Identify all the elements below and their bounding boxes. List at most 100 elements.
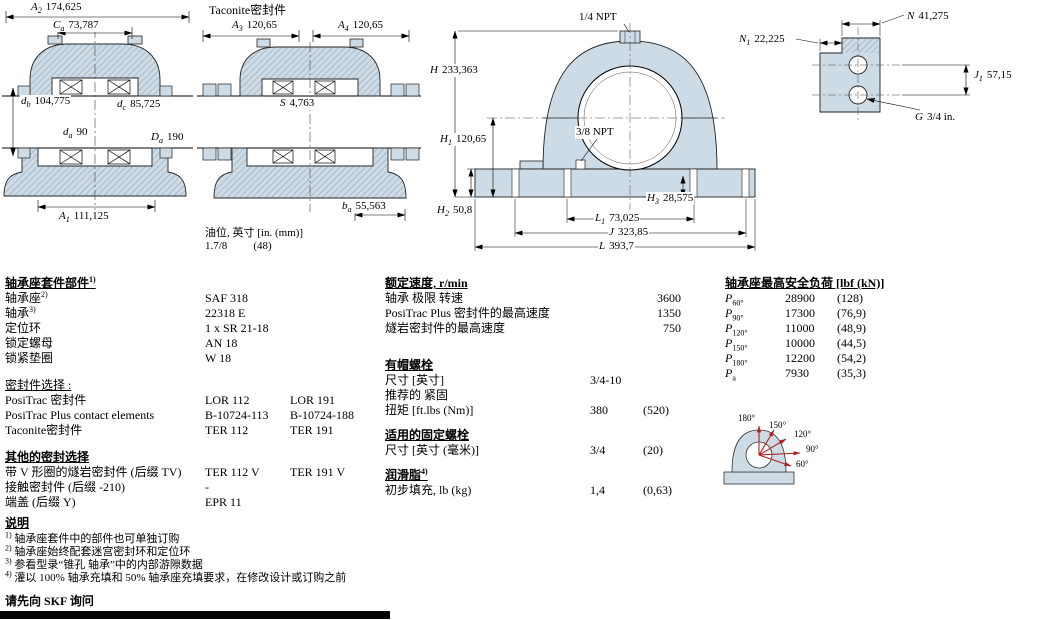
taconite-title: Taconite密封件: [209, 3, 287, 17]
row-value-1: TER 112 V: [205, 465, 260, 479]
row-label: Taconite密封件: [5, 423, 83, 437]
row-label: P90°: [725, 306, 744, 323]
row-label: P180°: [725, 351, 748, 368]
dimension-lines: [5, 11, 190, 212]
row-value-2: (0,63): [643, 483, 672, 497]
load-row-120: P120°11000(48,9): [725, 321, 1045, 337]
bracket-detail-svg: [795, 14, 970, 121]
row-value: 3600: [657, 291, 681, 305]
notes-header: 说明: [5, 516, 30, 530]
row-label: 扭矩 [ft.lbs (Nm)]: [385, 403, 474, 417]
row-value-2: (54,2): [837, 351, 866, 365]
load-angle-90: 90°: [806, 444, 819, 454]
base-foot: [474, 168, 756, 198]
row-value: 22318 E: [205, 306, 246, 320]
mini-housing-base: [723, 471, 795, 485]
row-value-2: B-10724-188: [290, 408, 354, 422]
grease-fitting: [575, 159, 586, 170]
bolt-slots: [511, 168, 750, 198]
load-row-150: P150°10000(44,5): [725, 336, 1045, 352]
speeds-bolts-grease-table: 额定速度, r/min 轴承 极限 转速 3600 PosiTrac Plus 密…: [385, 276, 695, 498]
row-label: 锁定螺母: [5, 336, 54, 350]
parts-header: 轴承座套件部件1): [5, 275, 96, 291]
cap-bolt-torque-row-2: 扭矩 [ft.lbs (Nm)]380(520): [385, 403, 695, 418]
row-value-1: 11000: [785, 321, 815, 335]
cap-bolt-boss: [47, 35, 63, 45]
bearing-rollers: [59, 79, 131, 165]
row-label: 尺寸 [英寸]: [385, 373, 444, 387]
row-value: 1350: [657, 306, 681, 320]
bracket-section-hatch: [842, 38, 880, 53]
row-value-2: (76,9): [837, 306, 866, 320]
row-label: 接触密封件 (后缀 -210): [5, 480, 125, 494]
row-value: W 18: [205, 351, 232, 365]
parts-row-housing: 轴承座2)SAF 318: [5, 291, 385, 306]
oil-level-label: 油位, 英寸 [in. (mm)]: [205, 227, 304, 239]
notes-section: 说明 1) 轴承座套件中的部件也可单独订购 2) 轴承座始终配套迷宫密封环和定位…: [5, 517, 525, 608]
row-value: 1 x SR 21-18: [205, 321, 269, 335]
grease-fill-row: 初步填充, lb (kg)1,4(0,63): [385, 483, 695, 498]
row-label: 轴承 极限 转速: [385, 291, 464, 305]
note-item-4: 4) 灌以 100% 轴承充填和 50% 轴承座充填要求，在修改设计或订购之前: [5, 569, 347, 584]
taconite-section-svg: [197, 30, 421, 221]
npt-side-leader: [580, 138, 598, 162]
row-label: 燧岩密封件的最高速度: [385, 321, 506, 335]
load-angle-180: 180°: [738, 413, 756, 423]
row-label: P60°: [725, 291, 744, 308]
row-value: 750: [663, 321, 681, 335]
load-angle-120: 120°: [794, 429, 812, 439]
cap-bolt-torque-row-1: 推荐的 紧固: [385, 388, 695, 403]
speed-row-positrac-plus: PosiTrac Plus 密封件的最高速度 1350: [385, 306, 695, 321]
row-value-1: 1,4: [590, 483, 605, 497]
row-label: 推荐的 紧固: [385, 388, 449, 402]
parts-row-bearing: 轴承3) 22318 E: [5, 306, 385, 321]
load-row-180: P180°12200(54,2): [725, 351, 1045, 368]
cross-section-svg: [2, 11, 193, 214]
speed-ratings-header: 额定速度, r/min: [385, 276, 468, 290]
attachment-bolt-size-row: 尺寸 [英寸 (毫米)]3/4(20): [385, 443, 695, 458]
row-value-1: -: [205, 480, 209, 494]
other-seal-row-end-cover: 端盖 (后缀 Y)EPR 11: [5, 495, 385, 510]
dimension-lines: [202, 30, 410, 221]
safe-loads-table: 轴承座最高安全负荷 [lbf (kN)] P60°28900(128) P90°…: [725, 276, 1045, 383]
row-value-1: TER 112: [205, 423, 249, 437]
speed-row-limit: 轴承 极限 转速 3600: [385, 291, 695, 306]
load-row-90: P90°17300(76,9): [725, 306, 1045, 323]
safe-loads-header: 轴承座最高安全负荷 [lbf (kN)]: [725, 276, 885, 290]
row-value: SAF 318: [205, 291, 249, 305]
row-value-1: EPR 11: [205, 495, 242, 509]
row-label: 轴承3): [5, 305, 36, 321]
cap-bolt-boss: [256, 38, 271, 48]
row-value-2: (48,9): [837, 321, 866, 335]
other-seal-row-contact: 接触密封件 (后缀 -210) -: [5, 480, 385, 495]
row-value-1: 10000: [785, 336, 815, 350]
note-item-1: 1) 轴承座套件中的部件也可单独订购: [5, 530, 180, 545]
row-label: Pa: [725, 366, 736, 383]
row-value-2: (44,5): [837, 336, 866, 350]
cap-bolt-size-row: 尺寸 [英寸]3/4-10: [385, 373, 695, 388]
row-value-1: 28900: [785, 291, 815, 305]
row-label: PosiTrac Plus 密封件的最高速度: [385, 306, 550, 320]
